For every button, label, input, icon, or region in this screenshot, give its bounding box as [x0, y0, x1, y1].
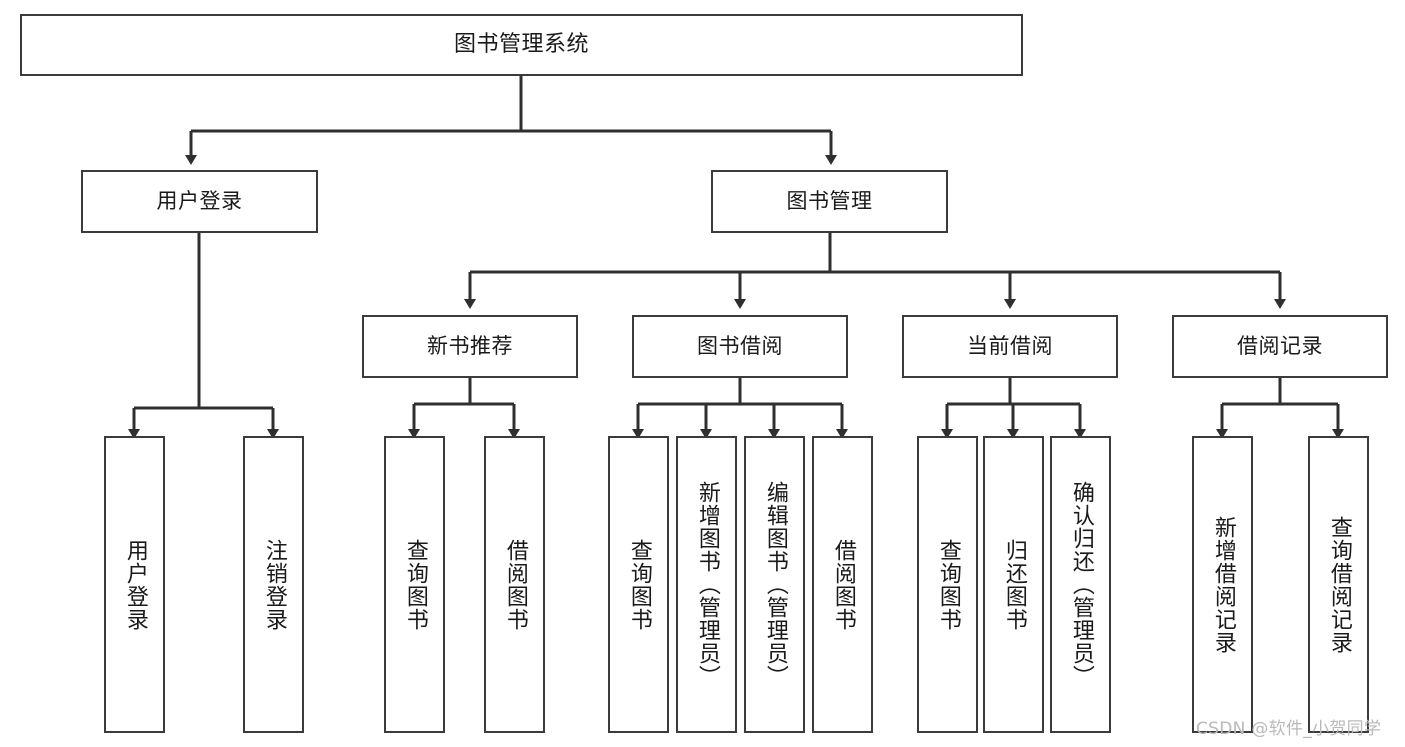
- leaf-recommend-borrow-book[interactable]: 借阅图书: [484, 436, 545, 733]
- node-label: 借阅记录: [1237, 333, 1323, 358]
- node-label: 借阅图书: [502, 538, 528, 631]
- leaf-record-add[interactable]: 新增借阅记录: [1192, 436, 1253, 733]
- node-book-borrow[interactable]: 图书借阅: [632, 315, 848, 378]
- leaf-user-logout[interactable]: 注销登录: [243, 436, 304, 733]
- node-label: 查询图书: [626, 538, 652, 631]
- node-label: 图书管理: [786, 188, 873, 213]
- node-book-management[interactable]: 图书管理: [711, 170, 948, 233]
- leaf-borrow-query-book[interactable]: 查询图书: [608, 436, 669, 733]
- node-root-system[interactable]: 图书管理系统: [20, 14, 1023, 76]
- node-label: 查询图书: [402, 538, 428, 631]
- node-label: 图书管理系统: [453, 31, 589, 57]
- leaf-user-login[interactable]: 用户登录: [104, 436, 165, 733]
- node-new-book-recommend[interactable]: 新书推荐: [362, 315, 578, 378]
- node-label: 当前借阅: [967, 333, 1053, 358]
- node-label: 确认归还（管理员）: [1068, 481, 1094, 688]
- leaf-borrow-borrow-book[interactable]: 借阅图书: [812, 436, 873, 733]
- node-label: 新增借阅记录: [1210, 515, 1236, 654]
- node-label: 借阅图书: [830, 538, 856, 631]
- leaf-current-return-book[interactable]: 归还图书: [983, 436, 1044, 733]
- node-label: 用户登录: [156, 188, 243, 213]
- node-label: 归还图书: [1001, 538, 1027, 631]
- node-label: 图书借阅: [697, 333, 783, 358]
- node-label: 注销登录: [261, 538, 287, 631]
- node-user-login[interactable]: 用户登录: [81, 170, 318, 233]
- node-label: 查询借阅记录: [1326, 515, 1352, 654]
- leaf-recommend-query-book[interactable]: 查询图书: [384, 436, 445, 733]
- leaf-record-query[interactable]: 查询借阅记录: [1308, 436, 1369, 733]
- node-current-borrow[interactable]: 当前借阅: [902, 315, 1118, 378]
- leaf-borrow-add-book[interactable]: 新增图书（管理员）: [676, 436, 737, 733]
- node-label: 查询图书: [935, 538, 961, 631]
- csdn-watermark: CSDN @软件_小贺同学: [1196, 719, 1382, 739]
- leaf-borrow-edit-book[interactable]: 编辑图书（管理员）: [744, 436, 805, 733]
- leaf-current-query-book[interactable]: 查询图书: [917, 436, 978, 733]
- node-borrow-record[interactable]: 借阅记录: [1172, 315, 1388, 378]
- leaf-current-confirm-return[interactable]: 确认归还（管理员）: [1050, 436, 1111, 733]
- node-label: 新书推荐: [427, 333, 513, 358]
- node-label: 用户登录: [122, 538, 148, 631]
- node-label: 编辑图书（管理员）: [762, 481, 788, 688]
- node-label: 新增图书（管理员）: [694, 481, 720, 688]
